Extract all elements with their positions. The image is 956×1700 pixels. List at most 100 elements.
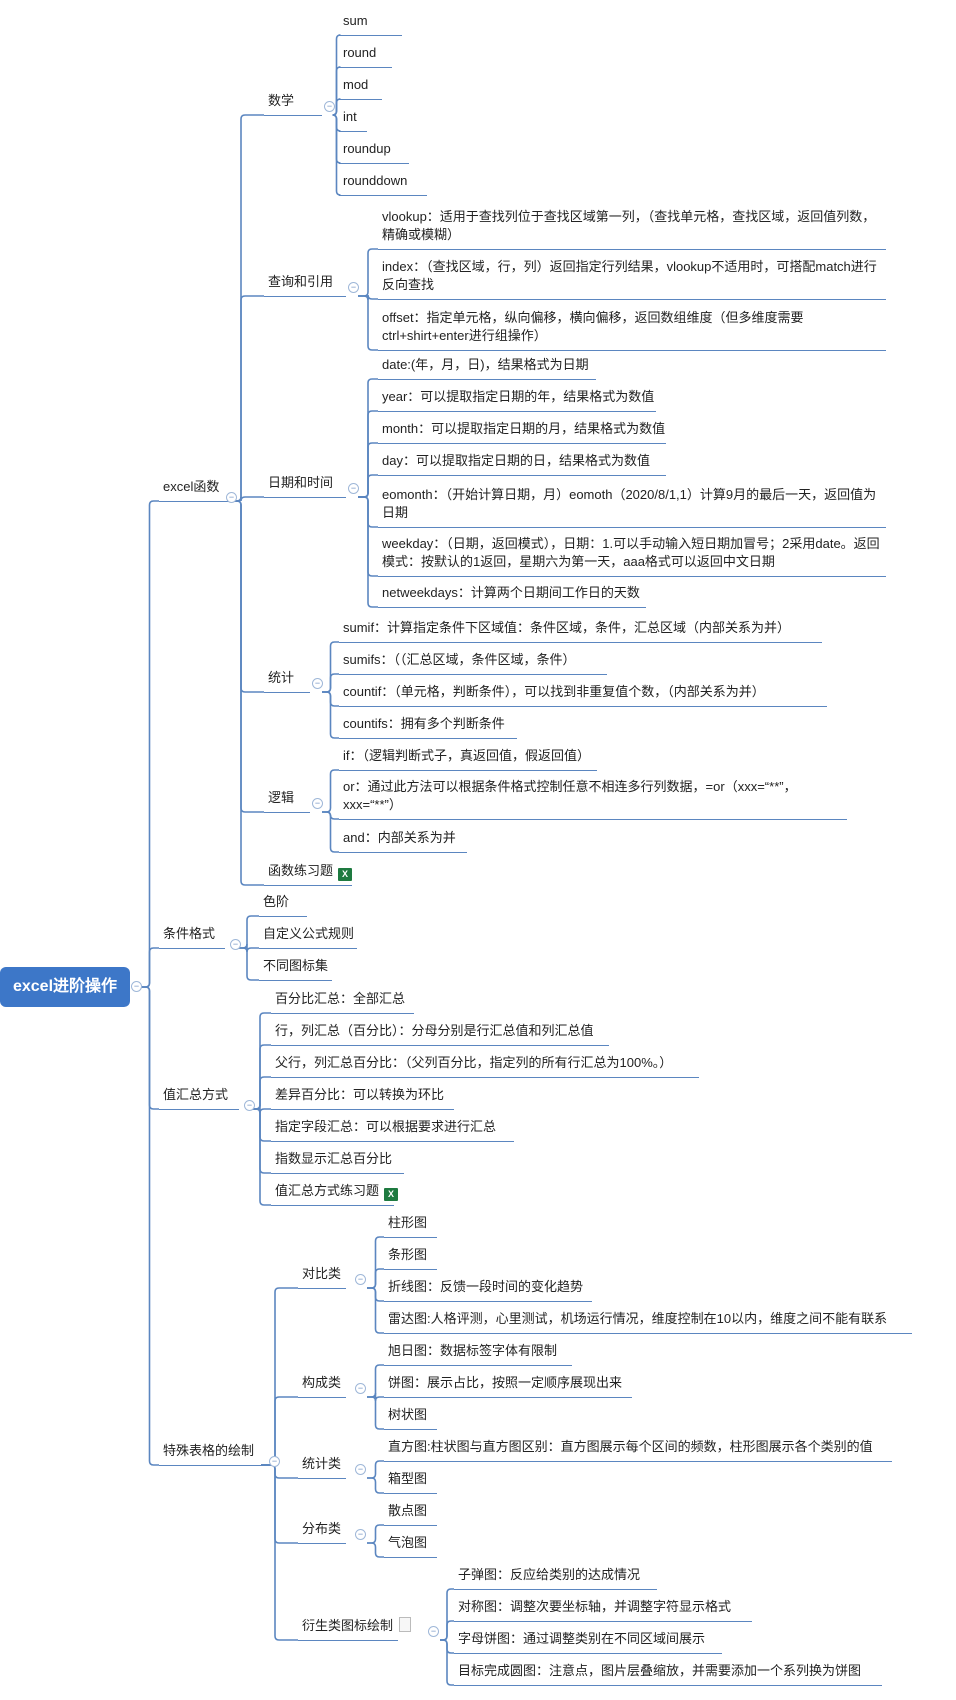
category-excel-functions[interactable]: excel函数 [163,478,219,496]
leaf-node[interactable]: 直方图:柱状图与直方图区别：直方图展示每个区间的频数，柱形图展示各个类别的值 [388,1438,873,1456]
leaf-node[interactable]: 箱型图 [388,1470,427,1488]
group-node[interactable]: 衍生类图标绘制 [302,1617,412,1635]
collapse-circle-icon[interactable]: − [348,483,359,494]
excel-file-icon[interactable]: X [384,1188,399,1201]
leaf-node[interactable]: 树状图 [388,1406,427,1424]
topic-underline [339,852,467,853]
group-node[interactable]: 对比类 [302,1265,341,1283]
leaf-node[interactable]: mod [343,76,368,94]
root-node[interactable]: excel进阶操作 [0,967,130,1007]
leaf-node[interactable]: 自定义公式规则 [263,925,354,943]
leaf-node[interactable]: index：（查找区域，行，列）返回指定行列结果，vlookup不适用时，可搭配… [382,258,882,294]
topic-underline [339,67,392,68]
group-node[interactable]: 数学 [268,92,294,110]
leaf-node[interactable]: 气泡图 [388,1534,427,1552]
collapse-circle-icon[interactable]: − [226,492,237,503]
leaf-node[interactable]: 散点图 [388,1502,427,1520]
leaf-node[interactable]: sumif：计算指定条件下区域值：条件区域，条件，汇总区域（内部关系为并） [343,619,790,637]
collapse-circle-icon[interactable]: − [355,1274,366,1285]
topic-label: 条件格式 [163,926,216,941]
collapse-circle-icon[interactable]: − [312,678,323,689]
leaf-node[interactable]: vlookup：适用于查找列位于查找区域第一列，（查找单元格，查找区域，返回值列… [382,208,882,244]
leaf-node[interactable]: or：通过此方法可以根据条件格式控制任意不相连多行列数据，=or（xxx=“**… [343,778,843,814]
collapse-circle-icon[interactable]: − [131,981,142,992]
leaf-node[interactable]: rounddown [343,172,407,190]
leaf-node[interactable]: int [343,108,357,126]
leaf-node[interactable]: countif：（单元格，判断条件），可以找到非重复值个数，（内部关系为并） [343,683,765,701]
group-node[interactable]: 查询和引用 [268,273,333,291]
category-conditional-format[interactable]: 条件格式 [163,925,215,943]
leaf-node[interactable]: eomonth：（开始计算日期，月）eomoth（2020/8/1,1）计算9月… [382,486,882,522]
category-special-charts[interactable]: 特殊表格的绘制 [163,1442,254,1460]
connector-line [367,1287,384,1334]
leaf-node[interactable]: 旭日图：数据标签字体有限制 [388,1342,557,1360]
leaf-node[interactable]: roundup [343,140,391,158]
group-node[interactable]: 日期和时间 [268,474,333,492]
leaf-node[interactable]: 行，列汇总（百分比）：分母分别是行汇总值和列汇总值 [275,1022,594,1040]
connector-line [367,1542,384,1558]
leaf-node[interactable]: 子弹图：反应给类别的达成情况 [458,1566,640,1584]
leaf-node[interactable]: date:(年，月，日)，结果格式为日期 [382,356,589,374]
leaf-node[interactable]: 不同图标集 [263,957,328,975]
topic-underline [298,1543,346,1544]
leaf-node[interactable]: year：可以提取指定日期的年，结果格式为数值 [382,388,654,406]
leaf-node[interactable]: day：可以提取指定日期的日，结果格式为数值 [382,452,650,470]
topic-underline [378,299,886,300]
leaf-node[interactable]: 饼图：展示占比，按照一定顺序展现出来 [388,1374,622,1392]
leaf-node[interactable]: countifs：拥有多个判断条件 [343,715,505,733]
document-icon[interactable] [399,1617,412,1632]
topic-label: 百分比汇总：全部汇总 [275,991,406,1006]
collapse-circle-icon[interactable]: − [348,282,359,293]
leaf-node[interactable]: 条形图 [388,1246,427,1264]
leaf-node[interactable]: 色阶 [263,893,289,911]
leaf-node[interactable]: netweekdays：计算两个日期间工作日的天数 [382,584,640,602]
leaf-node[interactable]: 差异百分比：可以转换为环比 [275,1086,444,1104]
excel-file-icon[interactable]: X [338,868,353,881]
leaf-node[interactable]: weekday：（日期，返回模式），日期：1.可以手动输入短日期加冒号；2采用d… [382,535,882,571]
category-value-summary[interactable]: 值汇总方式 [163,1086,228,1104]
collapse-circle-icon[interactable]: − [355,1529,366,1540]
group-node[interactable]: 分布类 [302,1520,341,1538]
leaf-node[interactable]: 字母饼图：通过调整类别在不同区域间展示 [458,1630,705,1648]
collapse-circle-icon[interactable]: − [324,101,335,112]
leaf-node[interactable]: 指数显示汇总百分比 [275,1150,392,1168]
leaf-node[interactable]: sum [343,12,368,30]
leaf-node[interactable]: round [343,44,376,62]
leaf-node[interactable]: 值汇总方式练习题 X [275,1182,399,1201]
collapse-circle-icon[interactable]: − [355,1383,366,1394]
collapse-circle-icon[interactable]: − [244,1100,255,1111]
leaf-node[interactable]: 百分比汇总：全部汇总 [275,990,405,1008]
collapse-circle-icon[interactable]: − [355,1464,366,1475]
leaf-node[interactable]: 对称图：调整次要坐标轴，并调整字符显示格式 [458,1598,731,1616]
topic-underline [298,1478,346,1479]
group-node[interactable]: 统计 [268,669,294,687]
group-node[interactable]: 构成类 [302,1374,341,1392]
topic-underline [454,1685,882,1686]
leaf-node[interactable]: 父行，列汇总百分比：（父列百分比，指定列的所有行汇总为100%。） [275,1054,672,1072]
leaf-node[interactable]: sumifs：（（汇总区域，条件区域，条件） [343,651,576,669]
connector-line [261,1396,298,1466]
group-node[interactable]: 逻辑 [268,789,294,807]
topic-label: 字母饼图：通过调整类别在不同区域间展示 [458,1631,706,1646]
connector-line [367,1364,384,1398]
leaf-node[interactable]: if：（逻辑判断式子，真返回值，假返回值） [343,747,590,765]
leaf-node[interactable]: month：可以提取指定日期的月，结果格式为数值 [382,420,665,438]
collapse-circle-icon[interactable]: − [428,1626,439,1637]
leaf-node[interactable]: and：内部关系为并 [343,829,456,847]
leaf-node[interactable]: 柱形图 [388,1214,427,1232]
topic-underline [454,1621,752,1622]
leaf-node[interactable]: offset：指定单元格，纵向偏移，横向偏移，返回数组维度（但多维度需要ctrl… [382,309,882,345]
collapse-circle-icon[interactable]: − [269,1456,280,1467]
leaf-node[interactable]: 指定字段汇总：可以根据要求进行汇总 [275,1118,496,1136]
collapse-circle-icon[interactable]: − [230,939,241,950]
topic-label: 值汇总方式练习题 [275,1183,380,1198]
topic-label: excel函数 [163,479,220,494]
group-node[interactable]: 统计类 [302,1455,341,1473]
topic-label: month：可以提取指定日期的月，结果格式为数值 [382,421,666,436]
leaf-node[interactable]: 折线图：反馈一段时间的变化趋势 [388,1278,583,1296]
leaf-node[interactable]: 目标完成圆图：注意点，图片层叠缩放，并需要添加一个系列换为饼图 [458,1662,861,1680]
topic-underline [378,249,886,250]
leaf-node[interactable]: 雷达图:人格评测，心里测试，机场运行情况，维度控制在10以内，维度之间不能有联系 [388,1310,887,1328]
collapse-circle-icon[interactable]: − [312,798,323,809]
